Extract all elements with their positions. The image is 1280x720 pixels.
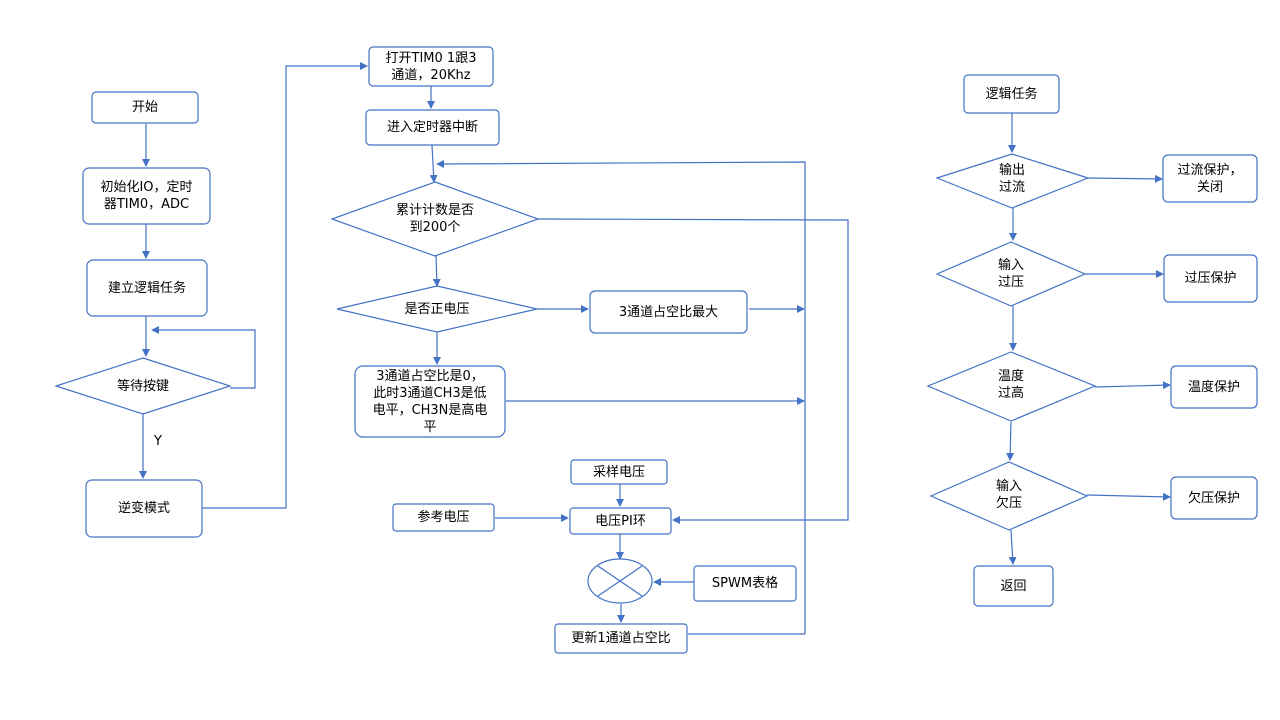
out-overcurrent-diamond <box>935 153 1090 209</box>
enter-isr-box <box>365 109 500 146</box>
connectors-timer-isr <box>427 86 849 635</box>
init-label: 初始化IO，定时 器TIM0，ADC <box>100 180 193 212</box>
update-duty-label: 更新1通道占空比 <box>571 631 671 646</box>
in-overvoltage-label: 输入 过压 <box>997 258 1024 290</box>
open-tim-label: 打开TIM0 1跟3 通道，20Khz <box>385 50 477 83</box>
count-200-label: 累计计数是否 到200个 <box>395 203 474 235</box>
overcurrent-protect-box <box>1162 154 1258 203</box>
positive-voltage-diamond <box>336 285 538 333</box>
temp-high-diamond <box>926 351 1097 422</box>
start-box <box>91 91 199 124</box>
count-200-diamond <box>330 181 540 257</box>
in-undervoltage-diamond <box>929 461 1089 531</box>
ch3-zero-label: 3通道占空比是0， 此时3通道CH3是低 电平，CH3N是高电 平 <box>372 368 488 435</box>
out-overcurrent-label: 输出 过流 <box>998 163 1025 195</box>
init-box <box>82 167 211 225</box>
inverter-mode-box <box>85 479 203 538</box>
overcurrent-protect-label: 过流保护， 关闭 <box>1177 162 1243 195</box>
connectors-main-flow <box>139 62 368 509</box>
return-label: 返回 <box>1000 578 1027 594</box>
ch3-max-box <box>589 290 748 334</box>
ref-voltage-label: 参考电压 <box>417 510 470 525</box>
temp-protect-label: 温度保护 <box>1187 379 1240 395</box>
spwm-table-box <box>693 565 797 602</box>
in-overvoltage-diamond <box>935 241 1087 307</box>
logic-task-box <box>963 74 1060 114</box>
summing-junction-icon <box>587 558 653 604</box>
in-undervoltage-label: 输入 欠压 <box>995 479 1022 511</box>
overvoltage-protect-label: 过压保护 <box>1184 271 1237 286</box>
wait-key-label: 等待按键 <box>116 378 169 394</box>
create-task-label: 建立逻辑任务 <box>107 280 186 296</box>
spwm-table-label: SPWM表格 <box>711 576 779 591</box>
overvoltage-protect-box <box>1163 254 1258 303</box>
ref-voltage-box <box>392 503 495 532</box>
sample-voltage-label: 采样电压 <box>592 464 645 480</box>
connectors-logic-task <box>1006 113 1171 565</box>
enter-isr-label: 进入定时器中断 <box>386 120 478 135</box>
yes-edge-label: Y <box>154 434 162 449</box>
sample-voltage-box <box>570 459 668 485</box>
ch3-zero-box <box>354 365 506 438</box>
inverter-mode-label: 逆变模式 <box>117 501 170 516</box>
wait-key-diamond <box>54 357 232 415</box>
positive-voltage-label: 是否正电压 <box>404 301 470 317</box>
return-box <box>973 565 1054 607</box>
create-task-box <box>86 259 208 317</box>
open-tim-box <box>368 46 494 87</box>
temp-high-label: 温度 过高 <box>997 369 1024 401</box>
update-duty-box <box>554 623 688 654</box>
start-label: 开始 <box>131 100 158 115</box>
temp-protect-box <box>1170 365 1258 409</box>
voltage-pi-label: 电压PI环 <box>595 513 646 529</box>
voltage-pi-box <box>569 507 672 535</box>
ch3-max-label: 3通道占空比最大 <box>618 304 719 320</box>
undervoltage-protect-label: 欠压保护 <box>1187 490 1240 506</box>
undervoltage-protect-box <box>1170 476 1258 520</box>
logic-task-label: 逻辑任务 <box>985 86 1038 102</box>
